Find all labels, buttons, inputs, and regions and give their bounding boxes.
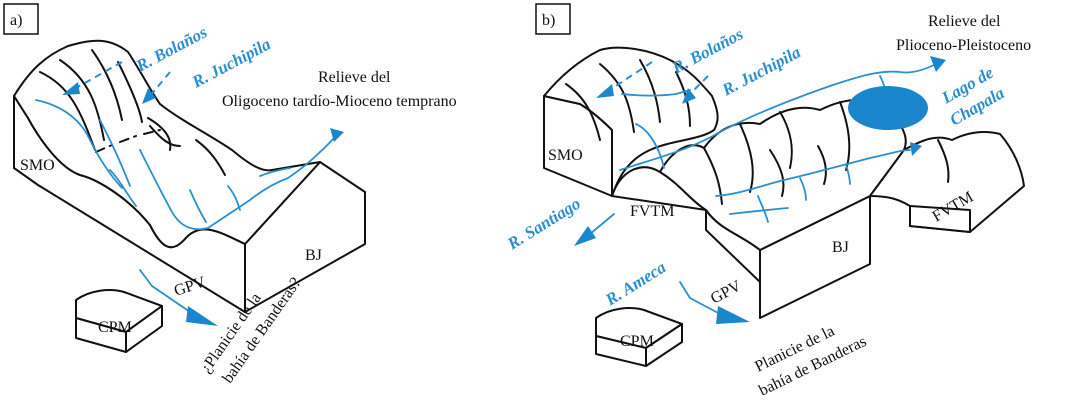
panel-a-tag: a) (10, 12, 22, 29)
panel-b-label-smo: SMO (548, 147, 583, 164)
panel-b-santiago-arrowhead (574, 226, 596, 246)
panel-a-juchipila-arrow (149, 71, 171, 97)
panel-a-cpm-side (125, 305, 163, 353)
panel-b-river-main-arrowhead (930, 56, 946, 72)
panel-b-label-santiago: R. Santiago (503, 194, 584, 254)
panel-a-ridge-5 (147, 117, 172, 151)
panel-b-cpm-side (645, 323, 683, 367)
panel-a-relief-title-1: Relieve del (318, 69, 391, 86)
panel-a-river-1 (35, 99, 123, 189)
panel-b-river-7 (799, 177, 807, 201)
panel-a-relief-title-2: Oligoceno tardío-Mioceno temprano (222, 93, 457, 110)
panel-b-fvtm-right-front (909, 205, 971, 233)
panel-a-ridge-1 (39, 71, 96, 151)
panel-b-label-bolanos: R. Bolaños (668, 24, 747, 78)
panel-a-tag-box (3, 3, 39, 35)
panel-b-gpv-arrowhead (716, 306, 750, 324)
panel-b-cpm-block (595, 307, 683, 367)
panel-b-ridge-3 (639, 59, 661, 123)
panel-a-river-5 (227, 185, 241, 211)
panel-a-bolanos-arrow (75, 61, 123, 89)
panel-a-label-cpm: CPM (98, 319, 132, 336)
panel-b-river-8 (845, 163, 851, 185)
panel-b-river-6 (757, 195, 769, 223)
panel-a-river-3 (109, 169, 137, 207)
panel-b-tag: b) (542, 12, 555, 29)
panel-a-cpm-block (75, 289, 163, 353)
panel-a-river-arrow-head (330, 128, 344, 142)
panel-b-juchipila-arrowhead (682, 88, 696, 104)
panel-a-main-block (13, 39, 366, 313)
panel-b-ridge-6 (739, 123, 754, 193)
panel-a-label-bj: BJ (305, 247, 322, 264)
panel-b-ridge-1 (565, 83, 601, 141)
panel-b-bolanos-arrow (609, 61, 653, 91)
panel-a-label-gpv: GPV (172, 274, 208, 300)
panel-b-river-5 (729, 207, 789, 215)
panel-b-river-4-arrowhead (910, 142, 922, 156)
panel-a-gpv-arrowhead (186, 306, 218, 326)
panel-a-ridge-6 (195, 139, 226, 176)
panel-b-tag-box (535, 3, 571, 35)
panel-a-ridge-4 (117, 61, 143, 123)
panel-a-label-smo: SMO (20, 157, 55, 174)
panel-a-gpv-river (139, 269, 191, 313)
panel-a-river-6 (259, 167, 291, 177)
panel-b-label-cpm: CPM (620, 333, 654, 350)
panel-b-ridge-7 (779, 111, 793, 169)
panel-b-juchipila-arrow (689, 75, 709, 95)
panel-b: b) (503, 3, 1031, 400)
panel-b-river-main (619, 63, 937, 171)
panel-b-gpv-river (679, 281, 721, 315)
panel-b-bolanos-arrowhead (596, 84, 614, 98)
panel-b-label-juchipila: R. Juchipila (718, 42, 804, 100)
panel-b-ridge-10 (817, 145, 827, 185)
panel-b-river-1 (621, 89, 691, 97)
panel-a-bolanos-arrowhead (62, 82, 80, 95)
panel-b-label-fvtm-left: FVTM (630, 203, 674, 220)
panel-b-ridge-5 (703, 147, 723, 205)
panel-a-dashed-fault (95, 129, 161, 153)
panel-b-label-ameca: R. Ameca (601, 257, 669, 310)
panel-a-river-4 (189, 189, 207, 223)
panel-a-ridge-7 (149, 125, 181, 147)
panel-a-river-main (139, 149, 321, 231)
panel-a-ridge-3 (91, 49, 123, 121)
panel-b-label-bj: BJ (832, 239, 849, 256)
panel-b-relief-title-1: Relieve del (928, 13, 1001, 30)
panel-a-ridge-2 (59, 59, 105, 141)
panel-b-ridge-11 (937, 139, 950, 183)
panel-b-river-4 (715, 149, 911, 197)
panel-a-river-2 (99, 119, 131, 187)
panel-b-smo-top (543, 46, 719, 197)
panel-b-main-block (543, 46, 1025, 319)
panel-a-juchipila-arrowhead (142, 88, 156, 104)
panel-b-relief-title-2: Plioceno-Pleistoceno (896, 37, 1031, 54)
panel-a-label-bolanos: R. Bolaños (132, 22, 211, 76)
panel-a: a) (3, 3, 457, 386)
panel-b-ridge-9 (769, 149, 785, 197)
panel-b-label-gpv: GPV (708, 277, 745, 307)
panel-b-santiago-river (589, 213, 615, 235)
panel-b-lake-chapala (848, 86, 928, 130)
panel-b-river-2 (635, 123, 665, 169)
